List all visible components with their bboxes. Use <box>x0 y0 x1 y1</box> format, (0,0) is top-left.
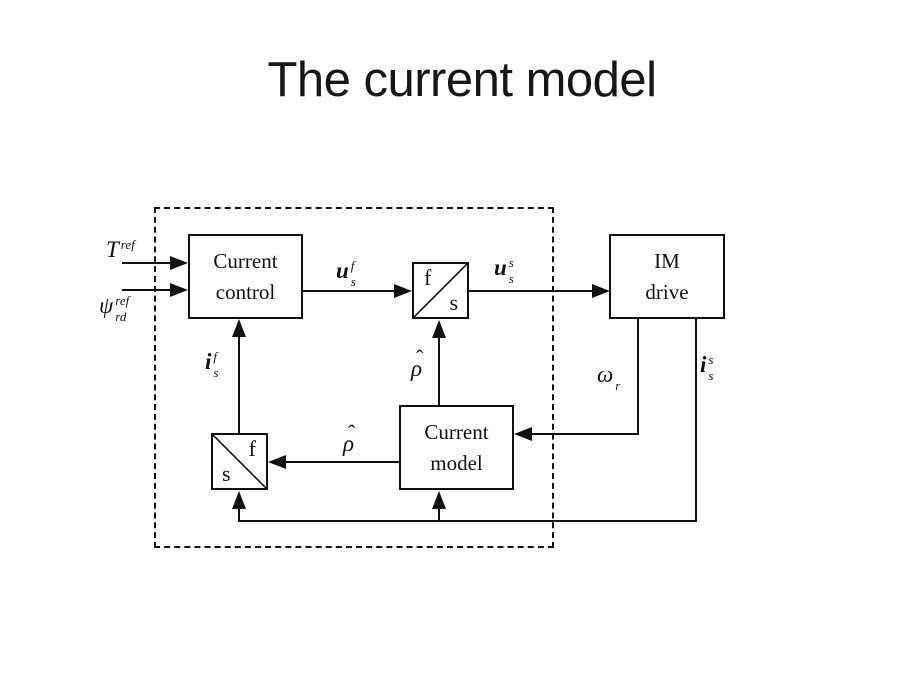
arrowhead-u-s <box>592 284 610 298</box>
transform-bottom-frame-s: s <box>222 461 231 486</box>
arrowhead-omega-r <box>514 427 532 441</box>
wire-feedback-into-transform <box>238 507 240 521</box>
controller-boundary-box <box>154 207 554 548</box>
wire-control-to-transform <box>303 290 396 292</box>
transform-f-to-s-block: f s <box>412 262 469 319</box>
current-control-block: Current control <box>188 234 303 319</box>
transform-s-to-f-block: f s <box>211 433 268 490</box>
transform-top-frame-s: s <box>449 290 458 315</box>
im-drive-label-line1: IM <box>654 249 680 274</box>
wire-omega-horizontal <box>530 433 639 435</box>
arrowhead-flux-ref <box>170 283 188 297</box>
im-drive-label-line2: drive <box>645 279 689 304</box>
wire-current-feedback-horizontal <box>238 520 697 522</box>
arrowhead-rho-transform <box>432 320 446 338</box>
wire-current-feedback-vertical <box>695 319 697 522</box>
slide-title: The current model <box>267 53 657 107</box>
wire-feedback-into-model <box>438 507 440 521</box>
arrowhead-rho-bottom <box>268 455 286 469</box>
wire-transform-to-drive <box>469 290 594 292</box>
wire-flux-ref-input <box>122 289 172 291</box>
wire-torque-ref-input <box>122 262 172 264</box>
current-model-block: Current model <box>399 405 514 490</box>
wire-rho-to-bottom-transform <box>284 461 399 463</box>
wire-current-f-feedback <box>238 335 240 434</box>
current-control-label-line1: Current <box>213 249 278 274</box>
arrowhead-feedback-model <box>432 491 446 509</box>
current-control-label-line2: control <box>215 279 276 304</box>
current-model-label-line1: Current <box>424 420 489 445</box>
wire-rho-to-transform <box>438 336 440 406</box>
diagonal-divider <box>414 264 467 317</box>
current-model-label-line2: model <box>430 450 483 475</box>
transform-top-frame-f: f <box>424 265 432 290</box>
arrowhead-feedback-transform <box>232 491 246 509</box>
wire-omega-vertical <box>637 319 639 435</box>
arrowhead-i-f <box>232 319 246 337</box>
arrowhead-u-f <box>394 284 412 298</box>
arrowhead-torque-ref <box>170 256 188 270</box>
transform-bottom-frame-f: f <box>248 436 256 461</box>
diagonal-divider <box>213 435 266 488</box>
im-drive-block: IM drive <box>609 234 725 319</box>
